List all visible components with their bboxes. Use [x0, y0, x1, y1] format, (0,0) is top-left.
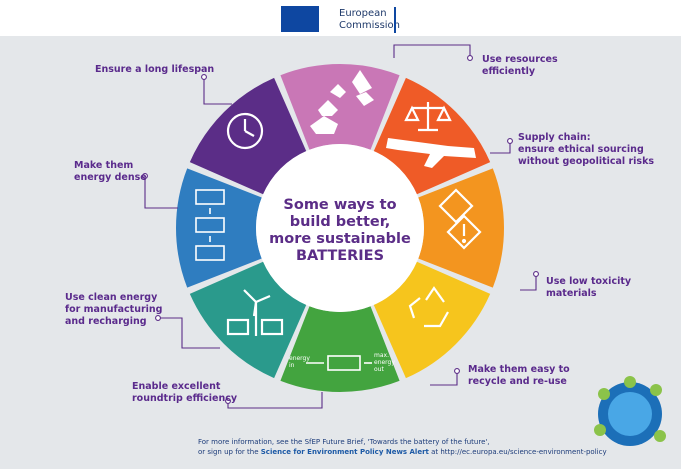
- leader-supply: [490, 141, 511, 154]
- icons: [195, 70, 482, 371]
- label-lifespan: Ensure a long lifespan: [95, 64, 215, 75]
- energy-transfer-icon: [306, 355, 372, 371]
- segment-dense: [189, 77, 307, 195]
- header: European Commission: [0, 0, 681, 36]
- leader-roundtrip: [227, 392, 323, 409]
- clock-icon: [226, 112, 264, 150]
- leader-lines: [144, 44, 537, 409]
- energy-out-text: max. energy out: [374, 352, 395, 373]
- label-clean: Use clean energy for manufacturing and r…: [65, 292, 163, 327]
- center-line1: Some ways to: [283, 197, 397, 213]
- scales-icon: [404, 102, 452, 132]
- eu-flag-icon: [281, 6, 319, 32]
- footer: For more information, see the SfEP Futur…: [198, 437, 618, 457]
- org-name: European Commission: [339, 8, 400, 32]
- leader-dots: [142, 55, 539, 404]
- segment-clean: [176, 168, 262, 288]
- center-line3: more sustainable: [269, 231, 411, 247]
- hazard-icon: [438, 188, 482, 250]
- resources-icon: [310, 70, 374, 134]
- european-commission-logo: European Commission: [279, 4, 419, 34]
- footer-line2: or sign up for the Science for Environme…: [198, 447, 618, 457]
- org-line2: Commission: [339, 20, 401, 31]
- footer-url[interactable]: at http://ec.europa.eu/science-environme…: [431, 448, 607, 456]
- wind-solar-icon: [226, 289, 284, 336]
- energy-in-text: energy in: [289, 355, 310, 369]
- label-roundtrip: Enable excellent roundtrip efficiency: [132, 381, 238, 404]
- segment-toxicity: [373, 261, 491, 379]
- org-line1: European: [339, 8, 387, 19]
- label-recycle: Make them easy to recycle and re-use: [468, 364, 570, 387]
- label-supply: Supply chain: ensure ethical sourcing wi…: [518, 132, 655, 167]
- footer-line1: For more information, see the SfEP Futur…: [198, 438, 490, 446]
- label-dense: Make them energy dense: [74, 160, 147, 183]
- leader-recycle: [430, 371, 458, 386]
- center-disc: [256, 144, 424, 312]
- segment-supply: [418, 168, 504, 288]
- segment-resources: [373, 77, 491, 195]
- center-line2: build better,: [289, 214, 391, 230]
- battery-stack-icon: [195, 189, 225, 261]
- footer-line2-a: or sign up for the: [198, 448, 259, 456]
- globe-icon: [594, 376, 666, 446]
- leader-toxicity: [520, 274, 537, 291]
- leader-resources: [393, 44, 471, 58]
- label-resources: Use resources efficiently: [482, 54, 558, 77]
- logo-divider: [394, 7, 396, 33]
- footer-news-alert: Science for Environment Policy News Aler…: [260, 448, 429, 456]
- battery-wheel: [176, 63, 504, 392]
- leader-clean: [158, 317, 220, 349]
- recycle-icon: [408, 286, 449, 328]
- leader-dense: [144, 176, 178, 209]
- center-title: Some ways to build better, more sustaina…: [260, 197, 420, 265]
- leader-lifespan: [203, 77, 232, 105]
- center-line4: BATTERIES: [295, 248, 385, 264]
- rifle-icon: [386, 138, 476, 168]
- label-toxicity: Use low toxicity materials: [546, 276, 632, 299]
- segment-recycle: [280, 306, 400, 392]
